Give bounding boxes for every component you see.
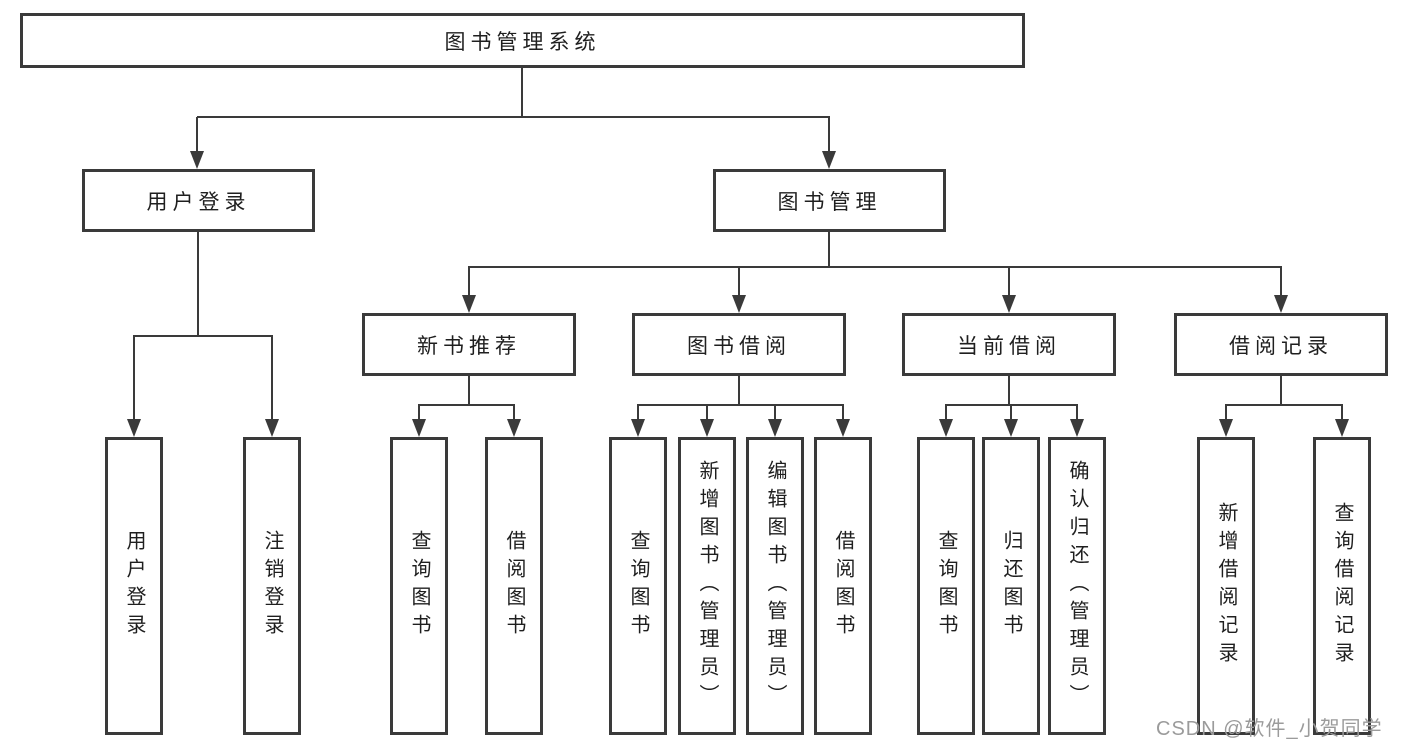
node-book-borrowing: 图书借阅 xyxy=(632,313,846,376)
arrow-down-icon xyxy=(768,419,782,437)
connector-vline xyxy=(1008,376,1010,406)
node-leaf-user-login: 用户登录 xyxy=(105,437,163,735)
connector-vline xyxy=(1010,405,1012,420)
node-label: 新增借阅记录 xyxy=(1215,502,1237,670)
node-leaf-query-books-current: 查询图书 xyxy=(917,437,975,735)
node-leaf-edit-book-admin: 编辑图书（管理员） xyxy=(746,437,804,735)
node-leaf-return-books: 归还图书 xyxy=(982,437,1040,735)
node-label: 图书借阅 xyxy=(687,334,791,358)
arrow-down-icon xyxy=(265,419,279,437)
connector-hline xyxy=(418,404,515,406)
node-label: 归还图书 xyxy=(1000,530,1022,642)
arrow-down-icon xyxy=(412,419,426,437)
arrow-down-icon xyxy=(822,151,836,169)
arrow-down-icon xyxy=(631,419,645,437)
arrow-down-icon xyxy=(507,419,521,437)
node-label: 注销登录 xyxy=(261,530,283,642)
arrow-down-icon xyxy=(939,419,953,437)
node-label: 确认归还（管理员） xyxy=(1066,460,1088,712)
connector-vline xyxy=(738,267,740,296)
connector-hline xyxy=(197,116,830,118)
connector-vline xyxy=(468,376,470,406)
node-leaf-borrow-books-recommend: 借阅图书 xyxy=(485,437,543,735)
connector-vline xyxy=(1280,267,1282,296)
node-borrowing-records: 借阅记录 xyxy=(1174,313,1388,376)
connector-vline xyxy=(1341,405,1343,420)
connector-hline xyxy=(468,266,1282,268)
node-leaf-borrow-books-borrowing: 借阅图书 xyxy=(814,437,872,735)
node-label: 查询图书 xyxy=(408,530,430,642)
arrow-down-icon xyxy=(1070,419,1084,437)
arrow-down-icon xyxy=(732,295,746,313)
arrow-down-icon xyxy=(462,295,476,313)
connector-vline xyxy=(418,405,420,420)
arrow-down-icon xyxy=(700,419,714,437)
connector-vline xyxy=(1280,376,1282,406)
arrow-down-icon xyxy=(1219,419,1233,437)
connector-vline xyxy=(513,405,515,420)
node-label: 新书推荐 xyxy=(417,334,521,358)
connector-vline xyxy=(1076,405,1078,420)
arrow-down-icon xyxy=(190,151,204,169)
node-label: 新增图书（管理员） xyxy=(696,460,718,712)
node-leaf-add-book-admin: 新增图书（管理员） xyxy=(678,437,736,735)
node-leaf-query-borrow-record: 查询借阅记录 xyxy=(1313,437,1371,735)
connector-vline xyxy=(1225,405,1227,420)
node-user-login: 用户登录 xyxy=(82,169,315,232)
node-label: 查询借阅记录 xyxy=(1331,502,1353,670)
arrow-down-icon xyxy=(1004,419,1018,437)
arrow-down-icon xyxy=(127,419,141,437)
node-label: 用户登录 xyxy=(146,190,251,214)
node-leaf-query-books-borrowing: 查询图书 xyxy=(609,437,667,735)
node-current-borrowing: 当前借阅 xyxy=(902,313,1116,376)
node-leaf-add-borrow-record: 新增借阅记录 xyxy=(1197,437,1255,735)
arrow-down-icon xyxy=(1274,295,1288,313)
connector-vline xyxy=(468,267,470,296)
connector-vline xyxy=(197,232,199,337)
node-label: 查询图书 xyxy=(627,530,649,642)
connector-hline xyxy=(637,404,844,406)
connector-vline xyxy=(828,232,830,268)
connector-vline xyxy=(828,117,830,152)
connector-vline xyxy=(774,405,776,420)
node-label: 借阅图书 xyxy=(832,530,854,642)
connector-vline xyxy=(738,376,740,406)
connector-hline xyxy=(945,404,1078,406)
node-label: 借阅图书 xyxy=(503,530,525,642)
connector-vline xyxy=(521,68,523,118)
connector-vline xyxy=(271,336,273,420)
node-leaf-confirm-return-admin: 确认归还（管理员） xyxy=(1048,437,1106,735)
connector-vline xyxy=(706,405,708,420)
node-leaf-query-books-recommend: 查询图书 xyxy=(390,437,448,735)
arrow-down-icon xyxy=(836,419,850,437)
node-label: 图书管理系统 xyxy=(444,30,601,54)
node-book-management: 图书管理 xyxy=(713,169,946,232)
node-label: 编辑图书（管理员） xyxy=(764,460,786,712)
connector-vline xyxy=(133,336,135,420)
node-library-management-system: 图书管理系统 xyxy=(20,13,1025,68)
connector-vline xyxy=(637,405,639,420)
node-label: 借阅记录 xyxy=(1229,334,1333,358)
node-new-book-recommendation: 新书推荐 xyxy=(362,313,576,376)
connector-vline xyxy=(945,405,947,420)
connector-hline xyxy=(1225,404,1343,406)
connector-vline xyxy=(196,117,198,152)
connector-vline xyxy=(842,405,844,420)
node-label: 当前借阅 xyxy=(957,334,1061,358)
node-label: 用户登录 xyxy=(123,530,145,642)
watermark: CSDN @软件_小贺同学 xyxy=(1156,718,1383,740)
arrow-down-icon xyxy=(1335,419,1349,437)
arrow-down-icon xyxy=(1002,295,1016,313)
node-label: 查询图书 xyxy=(935,530,957,642)
node-leaf-logout: 注销登录 xyxy=(243,437,301,735)
connector-hline xyxy=(133,335,273,337)
node-label: 图书管理 xyxy=(777,190,882,214)
connector-vline xyxy=(1008,267,1010,296)
